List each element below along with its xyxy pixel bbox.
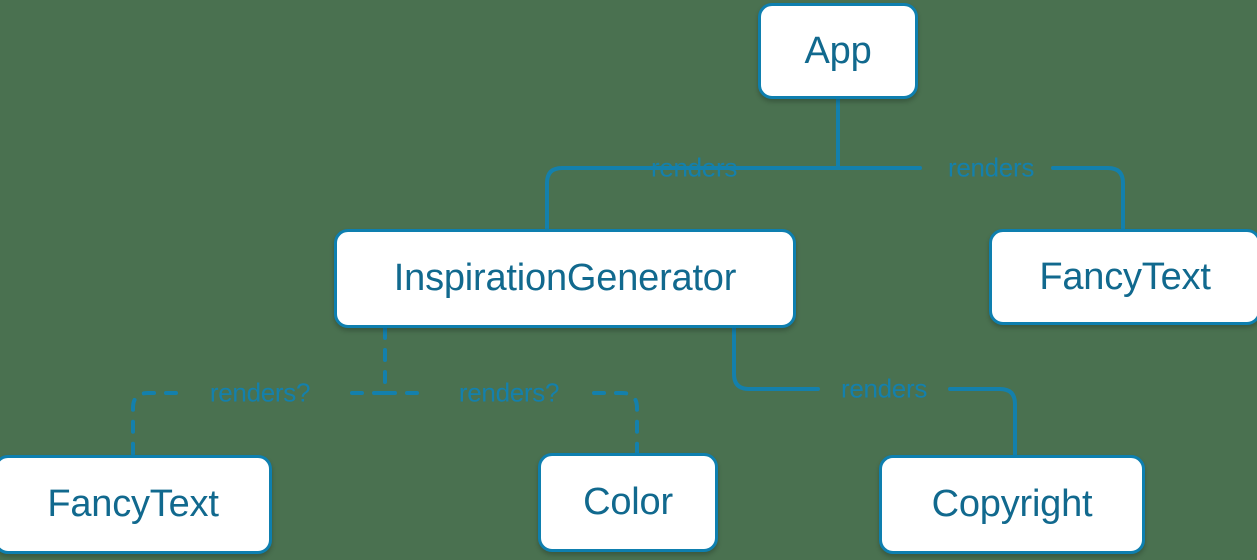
edge-label-inspiration-generator-copyright: renders <box>840 373 928 404</box>
node-copyright[interactable]: Copyright <box>879 455 1145 554</box>
node-color[interactable]: Color <box>538 453 718 552</box>
node-fancytext-right-label: FancyText <box>1039 255 1211 298</box>
edge-inspiration-generator-copyright <box>732 326 1017 457</box>
edge-inspiration-generator-color <box>383 391 639 455</box>
node-app[interactable]: App <box>758 3 918 99</box>
node-fancytext-bottom[interactable]: FancyText <box>0 455 272 554</box>
edge-label-inspiration-generator-fancytext-bottom: renders? <box>209 377 311 408</box>
node-copyright-label: Copyright <box>931 483 1093 525</box>
edge-label-app-fancytext-right: renders <box>947 152 1035 183</box>
node-fancytext-right[interactable]: FancyText <box>989 229 1257 325</box>
node-inspiration-generator-label: InspirationGenerator <box>393 257 737 299</box>
edge-label-inspiration-generator-color: renders? <box>458 377 560 408</box>
node-fancytext-bottom-label: FancyText <box>47 483 219 525</box>
node-color-label: Color <box>583 481 673 523</box>
node-app-label: App <box>804 29 872 72</box>
edge-app-fancytext-right <box>836 166 1125 231</box>
node-inspiration-generator[interactable]: InspirationGenerator <box>334 229 796 328</box>
edge-label-app-inspiration-generator: renders <box>650 152 738 183</box>
